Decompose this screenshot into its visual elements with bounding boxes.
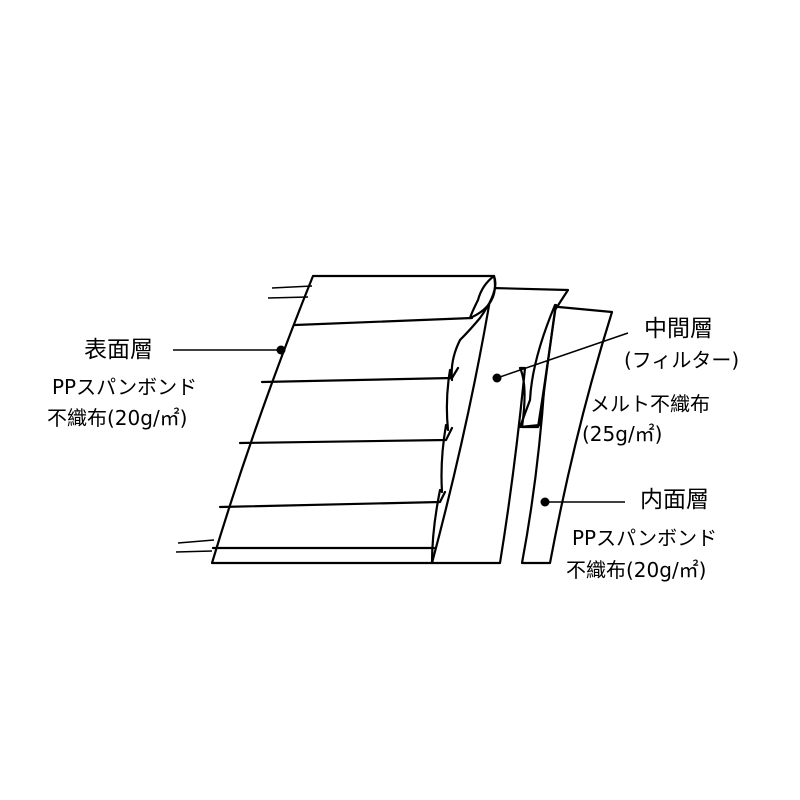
surface-layer-sheet: [210, 274, 497, 565]
pleat-line-3: [238, 426, 454, 445]
inner-layer-spec: 不織布(20g/㎡): [566, 558, 707, 582]
surface-leader-dot: [276, 345, 286, 355]
middle-leader-dot: [492, 373, 502, 383]
surface-layer-title: 表面層: [84, 337, 153, 363]
middle-layer-material: メルト不織布: [590, 392, 710, 416]
inner-layer-title: 内面層: [640, 487, 709, 513]
left-edge-strip-bottom: [175, 539, 215, 553]
middle-layer-subtitle: (フィルター): [624, 348, 740, 372]
surface-layer-material: PPスパンボンド: [52, 375, 198, 399]
pleat-line-4: [218, 490, 447, 509]
surface-layer-spec: 不織布(20g/㎡): [47, 406, 188, 430]
inner-leader-dot: [540, 497, 550, 507]
middle-leader-line: [496, 332, 629, 379]
pleat-line-2: [260, 366, 460, 384]
middle-layer-title: 中間層: [644, 316, 713, 342]
pleat-line-1: [293, 316, 474, 327]
surface-top-roll: [468, 274, 497, 320]
inner-layer-material: PPスパンボンド: [572, 526, 718, 550]
middle-layer-step: [518, 303, 558, 429]
left-edge-strip-top: [267, 285, 313, 299]
middle-layer-spec: (25g/㎡): [582, 422, 663, 446]
